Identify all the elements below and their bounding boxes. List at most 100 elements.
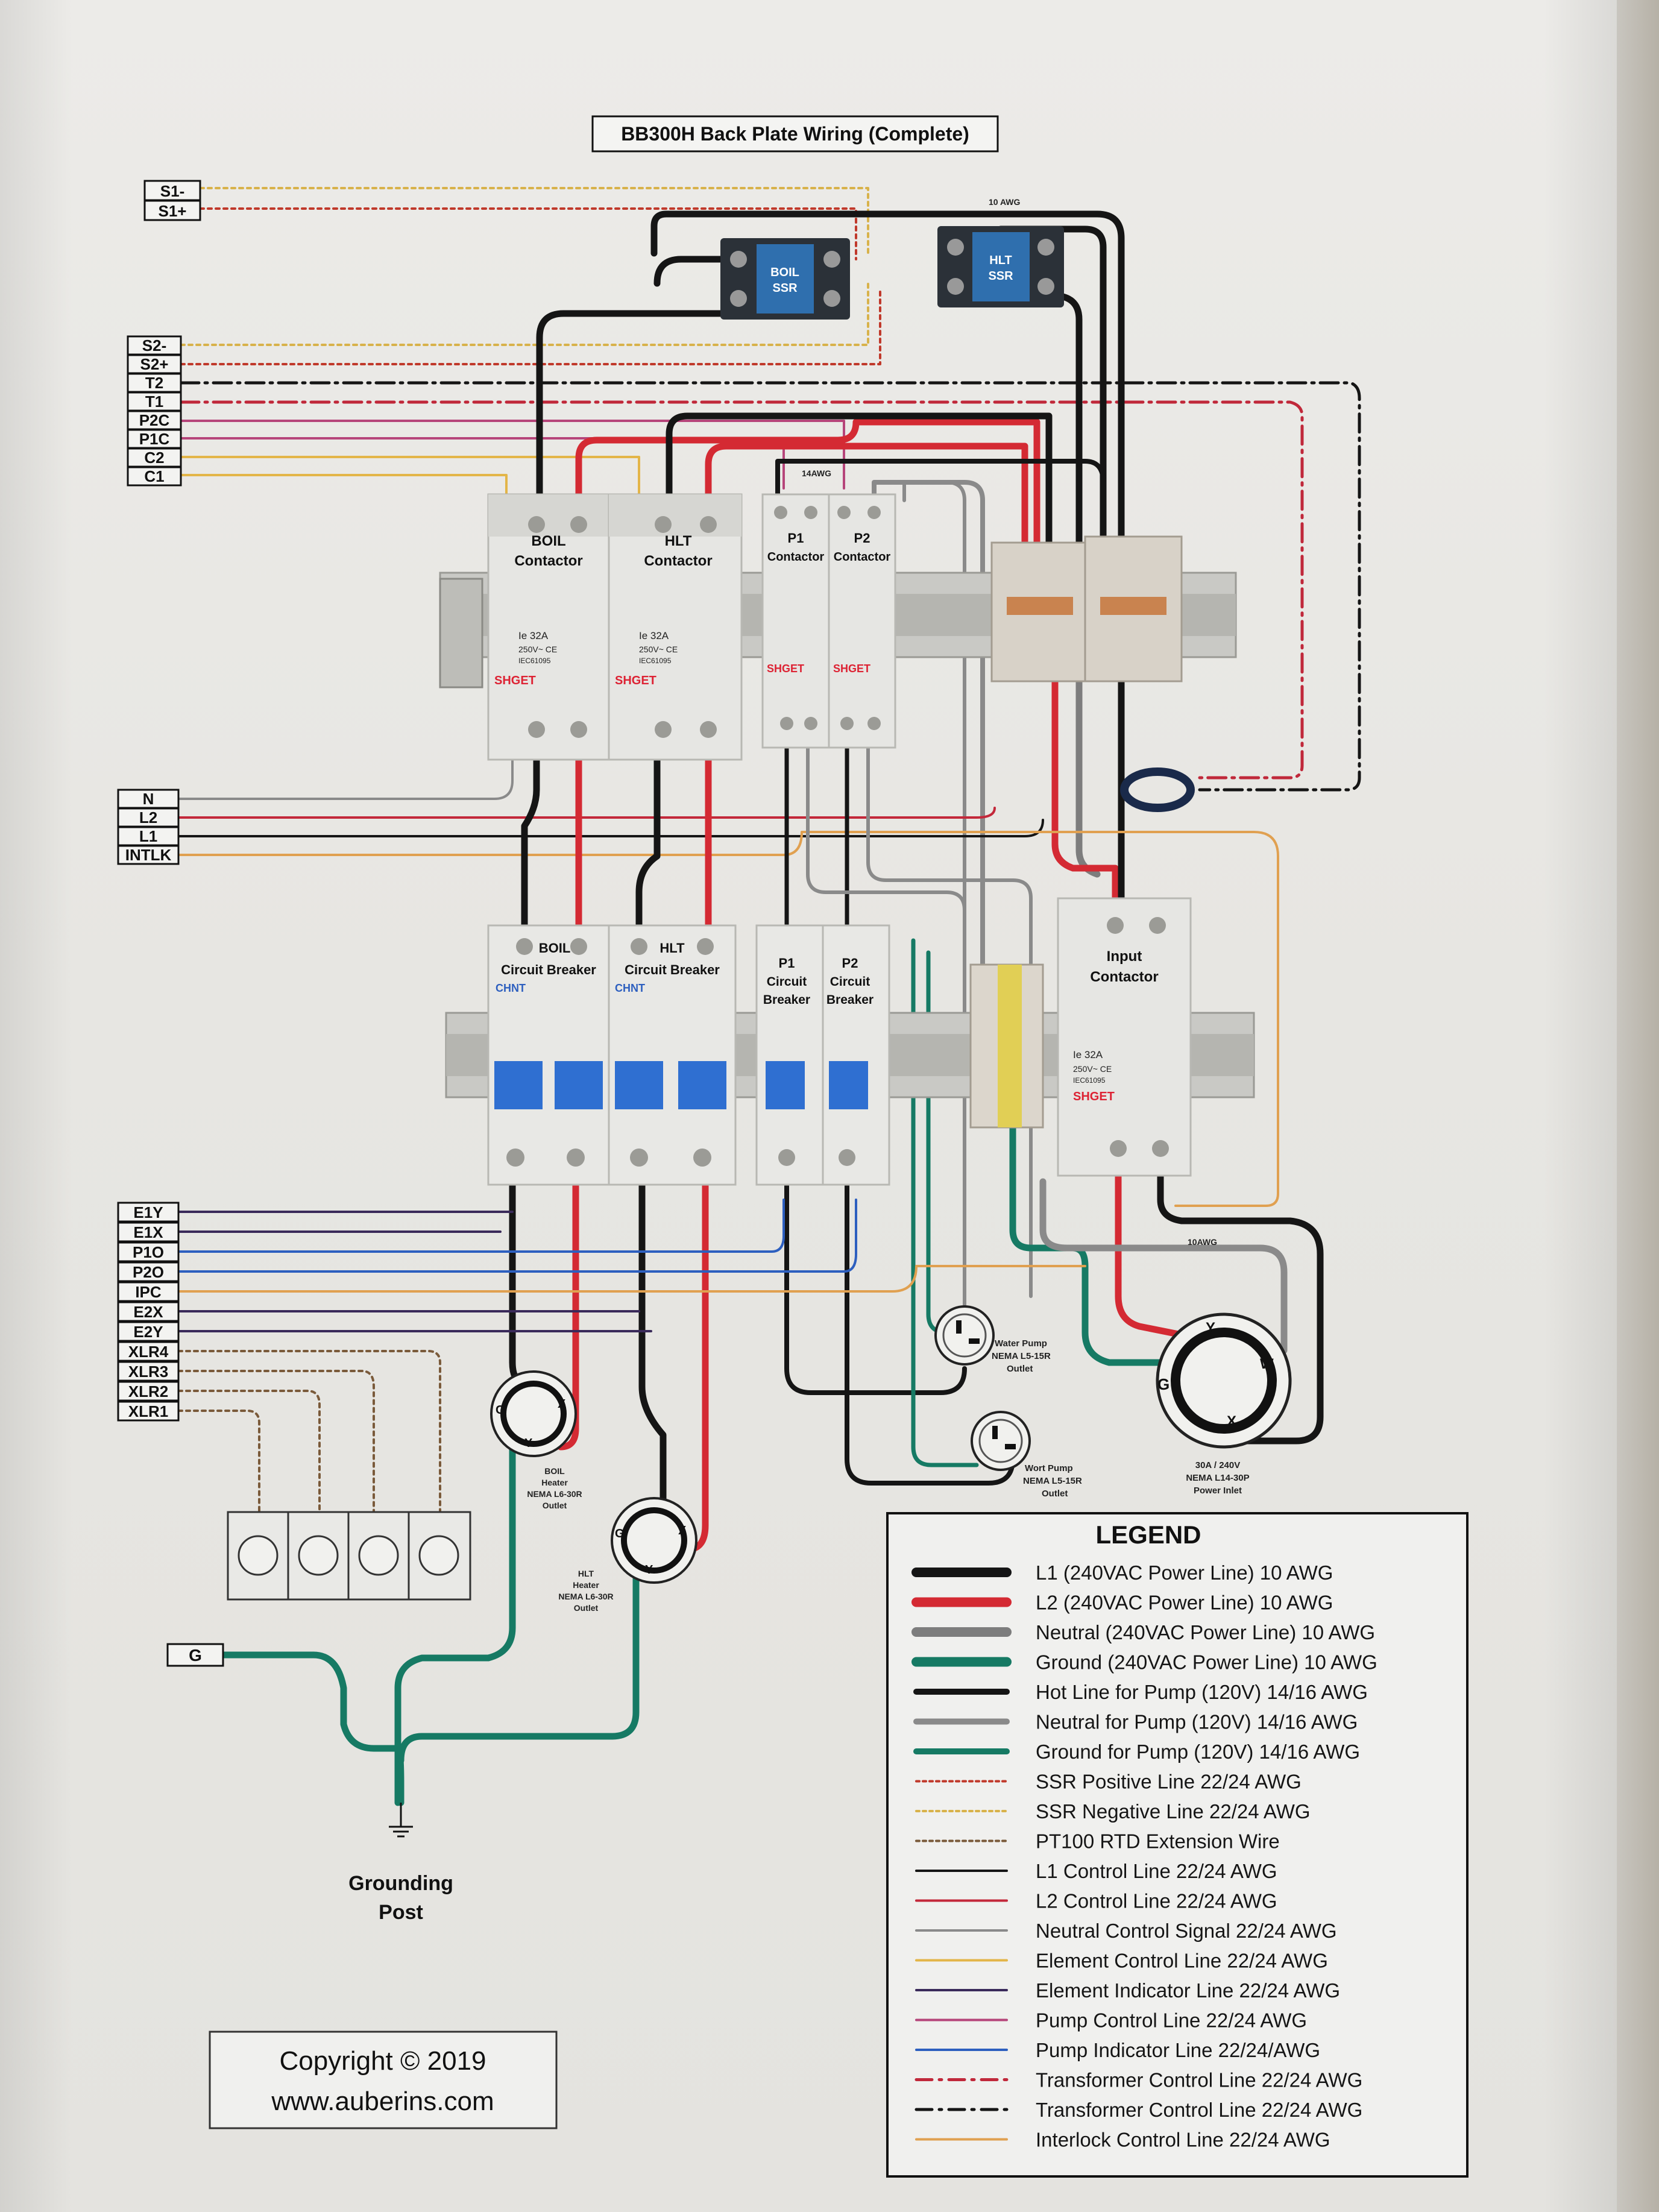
svg-text:G: G: [1157, 1375, 1169, 1393]
terminal-label: IPC: [135, 1283, 162, 1301]
wire-p2-n: [866, 746, 1033, 1298]
outlet-label: BOIL: [544, 1466, 565, 1476]
p1-contactor: P1 Contactor SHGET: [761, 493, 830, 749]
wire-c1: [180, 474, 508, 502]
terminal-label: C2: [144, 449, 164, 467]
terminal-label: S2-: [142, 336, 166, 354]
terminal-label: XLR3: [128, 1363, 168, 1381]
wire-boil-out-l2: [557, 1178, 579, 1451]
outlet-label: NEMA L5-15R: [1023, 1476, 1082, 1486]
terminal-blocks-right: [990, 535, 1183, 682]
wire-inlet-l2: [1115, 1160, 1203, 1342]
wire-p1-n: [806, 746, 966, 1358]
contactor-rating: Ie 32A: [1073, 1049, 1103, 1060]
inlet-label: NEMA L14-30P: [1186, 1473, 1249, 1483]
wire-xlr1: [177, 1410, 260, 1514]
outlet-label: NEMA L6-30R: [527, 1489, 582, 1499]
wires: [177, 187, 1361, 1806]
svg-text:X: X: [1227, 1413, 1236, 1429]
hlt-ssr-label: SSR: [988, 269, 1013, 283]
copyright-text: Copyright © 2019: [279, 2046, 486, 2076]
breaker-brand: CHNT: [615, 982, 645, 994]
terminal-label: L1: [139, 827, 157, 845]
outlet-label: Heater: [573, 1580, 599, 1590]
boil-ssr-label: BOIL: [770, 266, 799, 279]
terminal-label: E2X: [133, 1303, 163, 1321]
wire-ipc: [177, 1265, 1086, 1293]
legend-label: PT100 RTD Extension Wire: [1036, 1830, 1280, 1853]
wire-ground-tree: [219, 1651, 405, 1806]
p1-breaker-label: Circuit: [767, 975, 807, 989]
legend-label: L1 (240VAC Power Line) 10 AWG: [1036, 1561, 1333, 1584]
brand-label: SHGET: [615, 674, 656, 687]
wire-p2c: [180, 420, 845, 490]
top-terminal-block: S1- S1+: [143, 180, 201, 221]
boil-contactor: BOIL Contactor Ie 32A 250V~ CE IEC61095 …: [487, 493, 610, 761]
ground-terminal-label: G: [189, 1646, 202, 1665]
legend-label: Neutral for Pump (120V) 14/16 AWG: [1036, 1711, 1358, 1733]
mid-terminal-block: S2- S2+ T2 T1 P2C P1C C2 C1: [127, 335, 182, 487]
legend-items: L1 (240VAC Power Line) 10 AWG L2 (240VAC …: [911, 1561, 1377, 2151]
wire-xlr4: [177, 1350, 441, 1514]
wire-n-bus: [177, 746, 514, 800]
wire-gnd-input: [1009, 1106, 1167, 1366]
hlt-contactor-label: Contactor: [644, 553, 712, 569]
outlet-label: Outlet: [1007, 1364, 1033, 1374]
power-terminal-block: N L2 L1 INTLK: [117, 789, 180, 865]
terminal-label: S2+: [140, 355, 169, 373]
terminal-label: P1O: [133, 1243, 164, 1261]
ground-terminal: G: [166, 1643, 224, 1667]
svg-text:G: G: [615, 1527, 625, 1540]
wire-hlt-c-to-b-1: [635, 744, 661, 932]
boil-heater-outlet: G X Y BOIL Heater NEMA L6-30R Outlet: [490, 1370, 582, 1510]
terminal-label: XLR4: [128, 1343, 169, 1361]
terminal-label: C1: [144, 467, 164, 485]
svg-text:X: X: [558, 1397, 566, 1411]
title-box: BB300H Back Plate Wiring (Complete): [591, 115, 999, 153]
wire-gnd-pump2: [911, 938, 979, 1467]
wire-hlt-out-l2: [684, 1178, 709, 1553]
p1-breaker: P1 Circuit Breaker: [755, 924, 824, 1186]
outlet-label: Water Pump: [995, 1338, 1047, 1349]
legend-label: Neutral Control Signal 22/24 AWG: [1036, 1920, 1337, 1942]
grounding-post-label: Post: [379, 1901, 423, 1924]
power-inlet: Y G W X 30A / 240V NEMA L14-30P Power In…: [1156, 1312, 1292, 1496]
grounding-post-label: Grounding: [348, 1872, 453, 1895]
xlr-connector-panel: [227, 1511, 471, 1601]
outlet-label: NEMA L6-30R: [558, 1592, 613, 1601]
wire-l1-bus: [177, 819, 1044, 837]
svg-text:W: W: [1260, 1356, 1274, 1372]
input-contactor-label: Input: [1107, 948, 1142, 965]
wire-l2-main: [1051, 678, 1119, 920]
brand-label: SHGET: [833, 663, 870, 675]
brand-label: SHGET: [494, 674, 536, 687]
brand-label: SHGET: [767, 663, 804, 675]
wort-pump-outlet: Wort Pump NEMA L5-15R Outlet: [971, 1411, 1082, 1499]
wire-l1-p-bus: [775, 459, 1106, 563]
wire-gauge-label: 10 AWG: [989, 197, 1020, 207]
contactor-rating: IEC61095: [639, 657, 672, 665]
legend-label: L2 (240VAC Power Line) 10 AWG: [1036, 1592, 1333, 1614]
wire-ground-boil: [394, 1401, 516, 1806]
p1-breaker-label: Breaker: [763, 993, 810, 1007]
boil-breaker-label: Circuit Breaker: [501, 962, 596, 977]
p2-breaker-label: Breaker: [826, 993, 874, 1007]
p1-contactor-label: Contactor: [767, 550, 825, 564]
hlt-breaker: HLT Circuit Breaker CHNT: [608, 924, 737, 1186]
legend-label: Pump Indicator Line 22/24/AWG: [1036, 2039, 1320, 2061]
copyright-url: www.auberins.com: [271, 2087, 494, 2116]
wire-t2: [179, 381, 1361, 792]
contactor-rating: IEC61095: [1073, 1076, 1106, 1085]
outlet-label: Outlet: [1042, 1489, 1068, 1499]
contactor-rating: Ie 32A: [639, 630, 669, 641]
legend-label: SSR Positive Line 22/24 AWG: [1036, 1771, 1302, 1793]
wire-l1-top-loop: [650, 210, 1125, 805]
wire-p2o: [177, 1199, 857, 1273]
wire-xlr3: [177, 1370, 375, 1514]
legend-label: Element Indicator Line 22/24 AWG: [1036, 1979, 1340, 2002]
p1-contactor-label: P1: [788, 531, 804, 546]
contactor-rating: 250V~ CE: [518, 644, 557, 654]
legend-label: SSR Negative Line 22/24 AWG: [1036, 1800, 1311, 1823]
inlet-label: Power Inlet: [1194, 1486, 1242, 1496]
